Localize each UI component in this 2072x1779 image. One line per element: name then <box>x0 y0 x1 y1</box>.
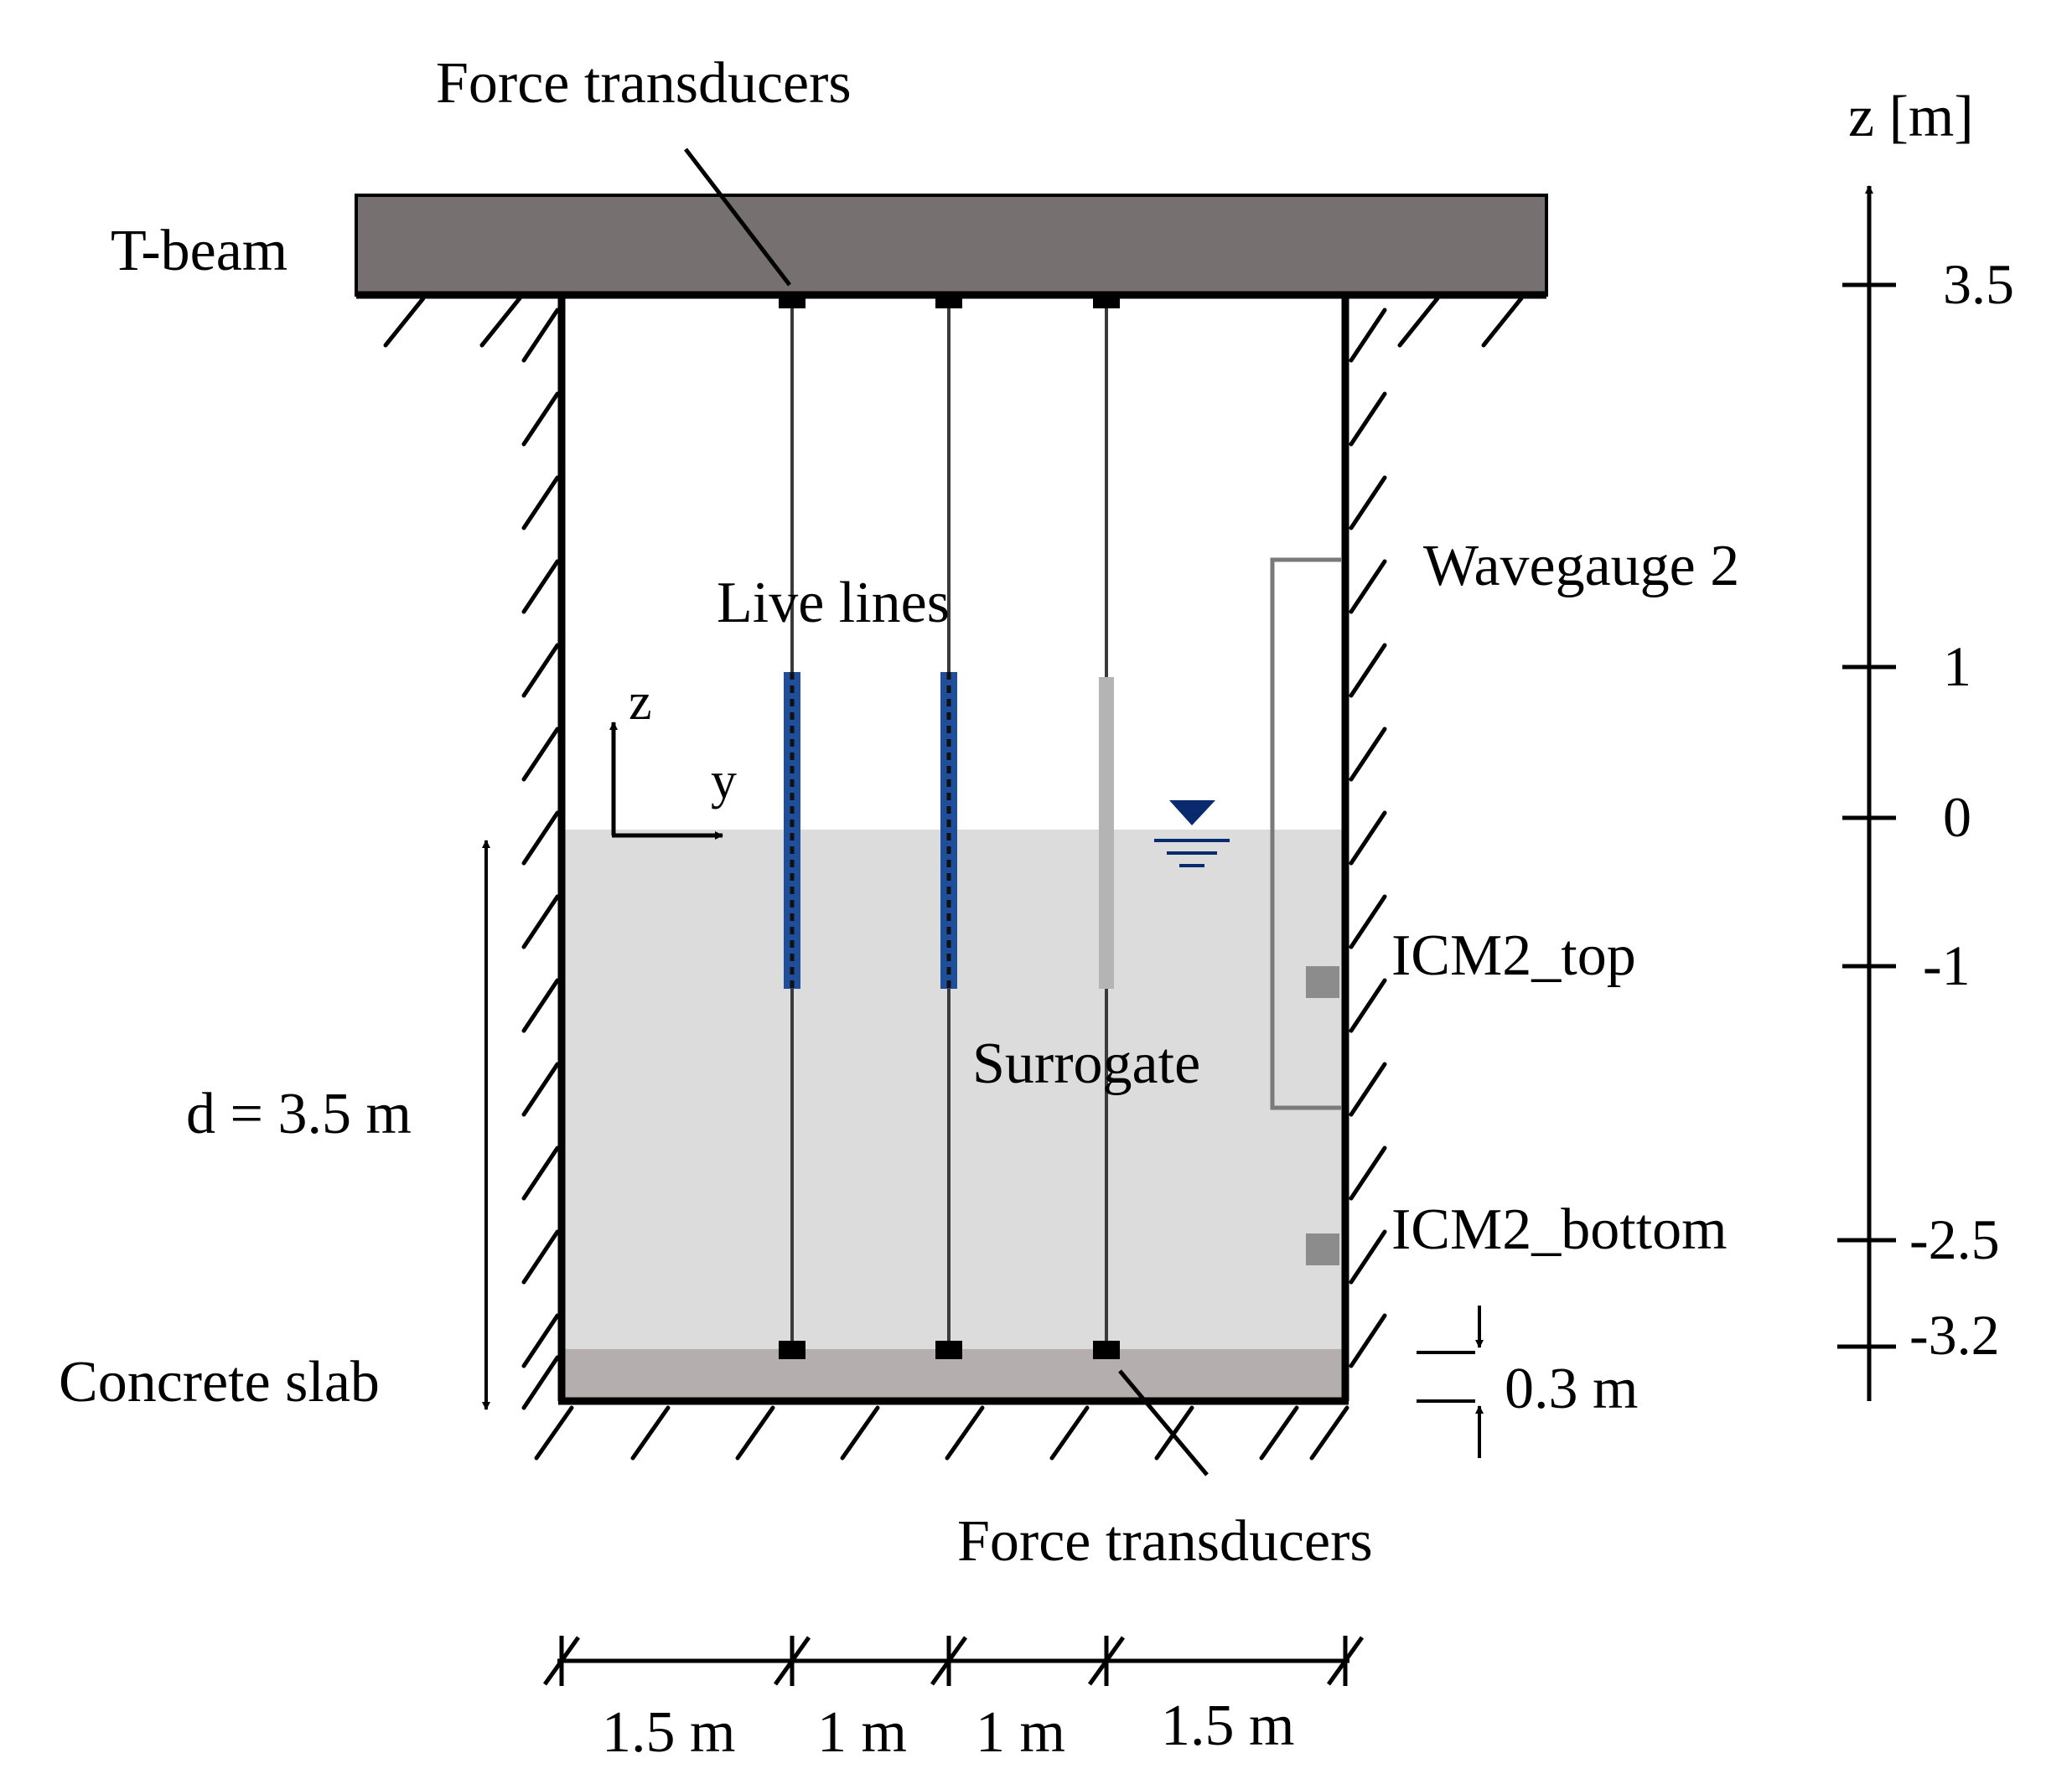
icm2-top-label: ICM2_top <box>1391 923 1636 988</box>
z-tick-label: 3.5 <box>1943 252 2014 316</box>
z-tick-label: 0 <box>1943 785 1971 849</box>
live-line-1 <box>784 672 800 989</box>
z-tick-label: 1 <box>1943 634 1971 698</box>
spacing-label: 1.5 m <box>1161 1694 1294 1758</box>
force-top-leader <box>684 147 791 287</box>
z-tick-label: -2.5 <box>1909 1208 2000 1271</box>
icm2-top-sensor <box>1306 966 1339 998</box>
spacing-label: 1 m <box>817 1700 907 1765</box>
t-beam-label: T-beam <box>111 219 287 283</box>
surrogate-line <box>1099 677 1114 989</box>
icm2-bottom-label: ICM2_bottom <box>1391 1197 1728 1262</box>
live-line-2 <box>940 672 957 989</box>
force-transducers-top-label: Force transducers <box>436 51 852 116</box>
wavegauge-2 <box>1270 557 1341 1110</box>
force-bottom-leader <box>1118 1369 1209 1476</box>
force-transducers-bottom <box>779 1341 1120 1359</box>
live-lines-label: Live lines <box>717 571 950 635</box>
spacing-label: 1 m <box>976 1700 1065 1765</box>
wavegauge-label: Wavegauge 2 <box>1423 534 1739 598</box>
axis-y-label: y <box>711 752 737 809</box>
t-beam <box>355 194 1548 297</box>
ground-hatching <box>383 296 1524 1461</box>
slab-thickness-dimension <box>1417 1306 1484 1458</box>
force-transducers-top <box>779 292 1120 308</box>
water-level-symbol <box>1154 800 1230 867</box>
force-transducers-bottom-label: Force transducers <box>957 1509 1373 1574</box>
concrete-slab-label: Concrete slab <box>59 1350 380 1414</box>
surrogate-label: Surrogate <box>972 1032 1200 1096</box>
depth-label: d = 3.5 m <box>186 1082 412 1146</box>
z-tick-label: -1 <box>1923 933 1971 997</box>
z-scale-ticks <box>1837 282 1896 1349</box>
spacing-label: 1.5 m <box>602 1700 735 1765</box>
z-scale-title: z [m] <box>1848 85 1974 149</box>
axis-z-label: z <box>629 674 652 731</box>
icm2-bottom-sensor <box>1306 1233 1339 1265</box>
flume-walls <box>557 295 1349 1405</box>
spacing-dimension <box>542 1636 1365 1686</box>
slab-thickness-label: 0.3 m <box>1505 1357 1638 1421</box>
z-tick-label: -3.2 <box>1909 1303 2000 1367</box>
